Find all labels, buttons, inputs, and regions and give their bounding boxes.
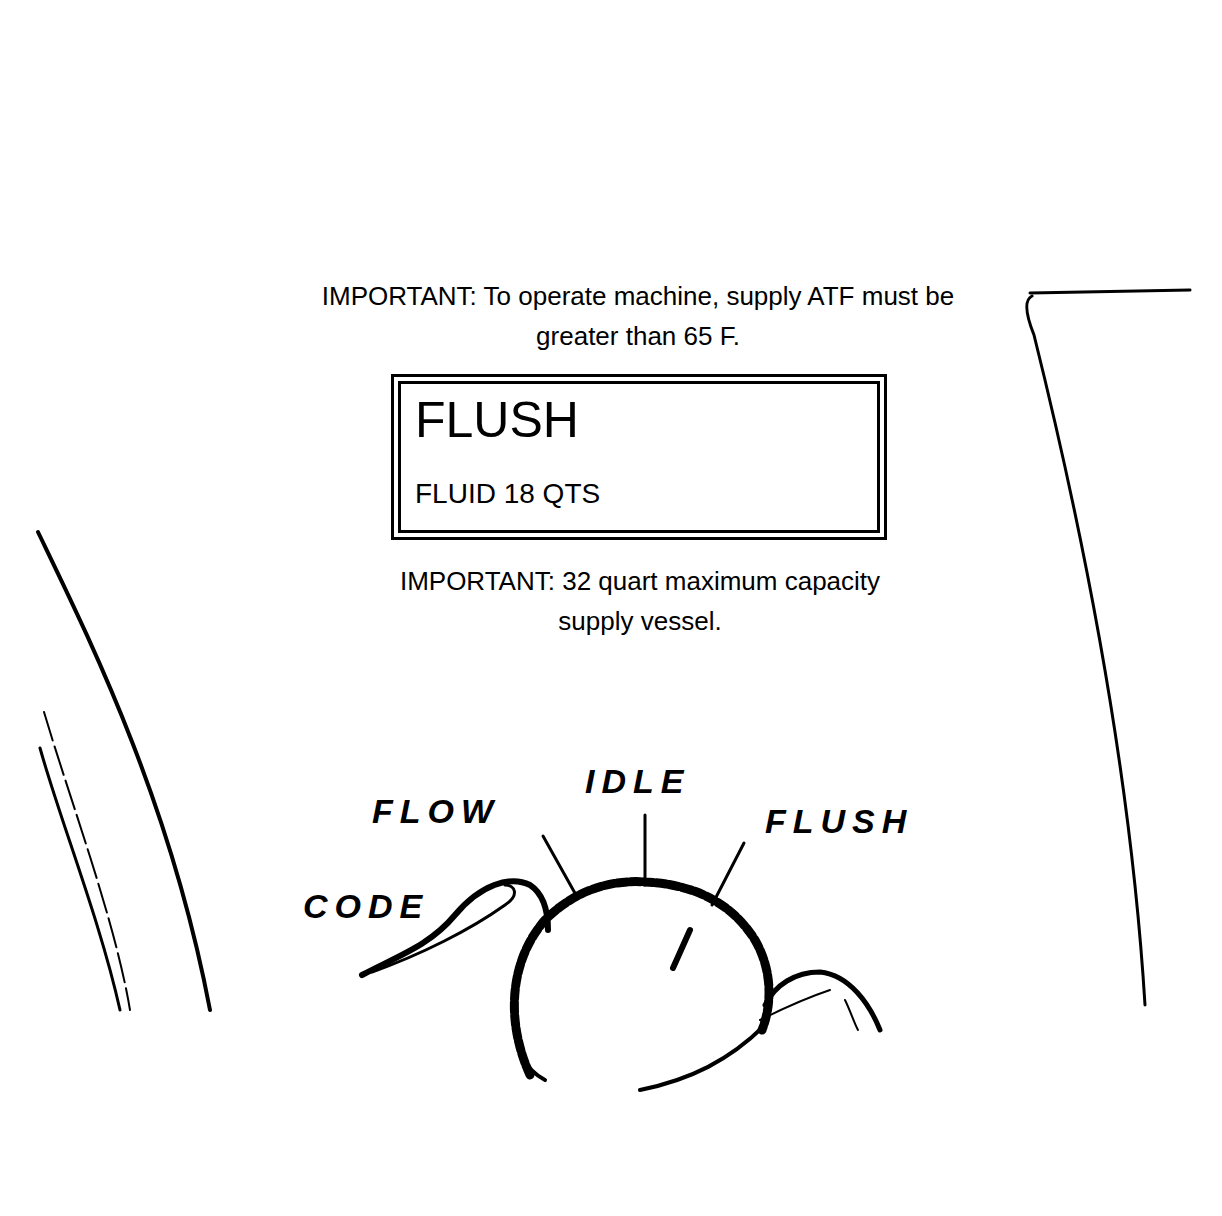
tick-mark [543, 836, 576, 895]
knob-position-label: FLUSH [765, 804, 913, 838]
tick-mark [712, 843, 744, 905]
housing-edge [44, 712, 130, 1010]
hand-finger [845, 1000, 858, 1030]
housing-edge [1027, 296, 1145, 1005]
housing-edge [1030, 290, 1190, 293]
display-panel: FLUSH FLUID 18 QTS [391, 374, 887, 540]
selector-knob [514, 882, 769, 1075]
hand-outline [640, 1025, 765, 1090]
knob-position-label: FLOW [372, 794, 500, 828]
hand-outline [520, 1055, 545, 1080]
housing-edge [38, 532, 210, 1010]
knob-position-label: IDLE [585, 764, 690, 798]
knob-position-label: CODE [303, 889, 429, 923]
knob-pointer [673, 930, 690, 968]
hand-finger [765, 972, 880, 1030]
important-note: IMPORTANT: 32 quart maximum capacity sup… [380, 561, 900, 641]
display-mode: FLUSH [415, 392, 579, 450]
important-note: IMPORTANT: To operate machine, supply AT… [318, 276, 958, 356]
hand-finger [760, 990, 830, 1020]
tick-mark [644, 815, 647, 885]
display-reading: FLUID 18 QTS [415, 478, 600, 510]
housing-edge [40, 748, 120, 1010]
